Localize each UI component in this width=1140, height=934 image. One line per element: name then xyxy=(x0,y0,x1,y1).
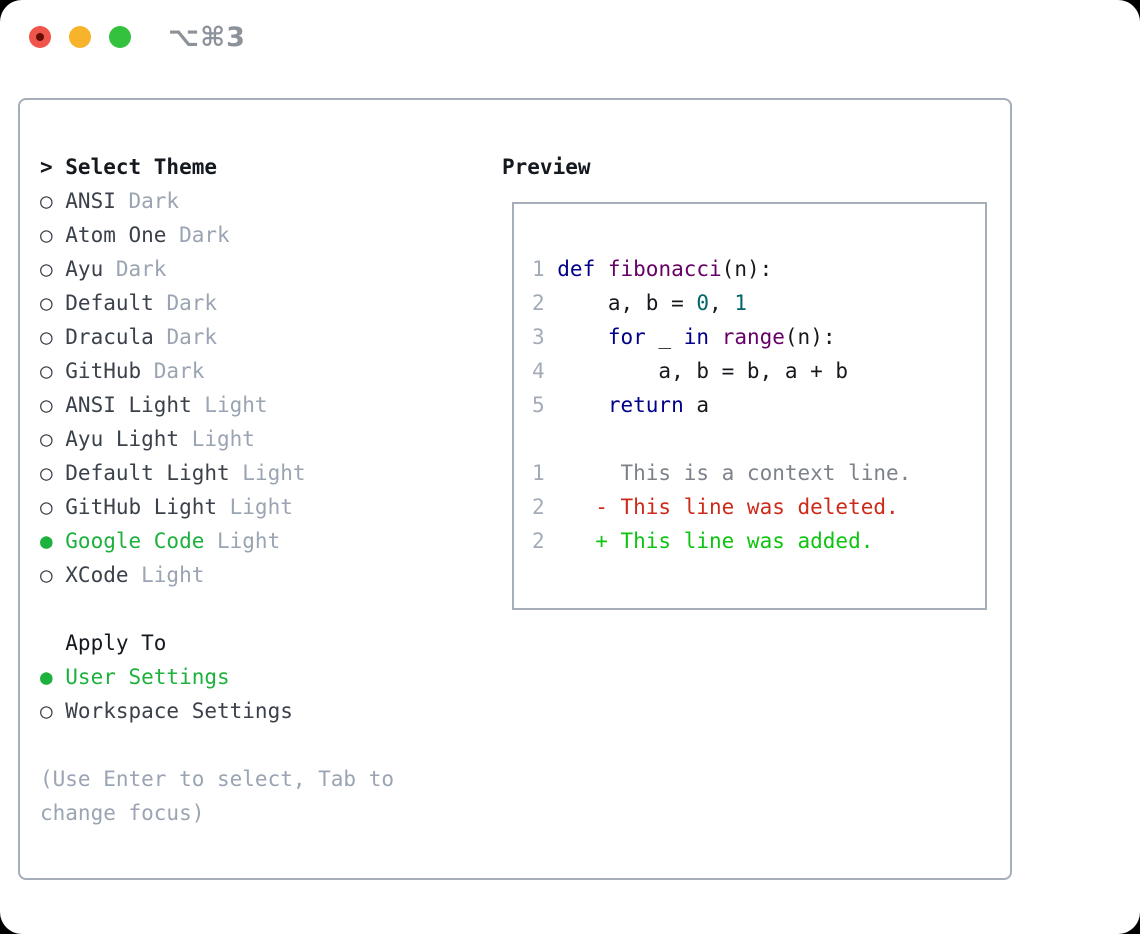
theme-option-google-code-light[interactable]: ● Google Code Light xyxy=(40,524,460,558)
radio-icon: ○ xyxy=(40,257,53,281)
theme-variant: Dark xyxy=(166,291,218,315)
theme-variant: Dark xyxy=(128,189,180,213)
radio-icon: ○ xyxy=(40,189,53,213)
theme-option-github-dark[interactable]: ○ GitHub Dark xyxy=(40,354,460,388)
radio-icon: ○ xyxy=(40,427,53,451)
code-text: a, b = 0, 1 xyxy=(557,291,747,315)
code-text: return a xyxy=(607,393,710,417)
theme-option-github-light[interactable]: ○ GitHub Light Light xyxy=(40,490,460,524)
apply-option-workspace-settings[interactable]: ○ Workspace Settings xyxy=(40,694,460,728)
theme-variant: Light xyxy=(217,529,281,553)
minimize-button[interactable] xyxy=(69,26,91,48)
line-number: 2 xyxy=(532,291,545,315)
line-number: 1 xyxy=(532,461,545,485)
window-title: ⌥⌘3 xyxy=(168,22,246,53)
apply-to-title: Apply To xyxy=(65,631,167,655)
diff-text: This is a context line. xyxy=(557,461,912,485)
theme-option-ayu-dark[interactable]: ○ Ayu Dark xyxy=(40,252,460,286)
radio-icon: ○ xyxy=(40,359,53,383)
titlebar: ⌥⌘3 xyxy=(0,0,1140,74)
line-number: 5 xyxy=(532,393,545,417)
close-button[interactable] xyxy=(29,26,51,48)
radio-icon: ○ xyxy=(40,699,53,723)
theme-picker-panel: > Select Theme ○ ANSI Dark ○ Atom One Da… xyxy=(18,98,1012,880)
preview-pane: 1 def fibonacci(n): 2 a, b = 0, 1 3 for … xyxy=(512,202,987,610)
radio-icon: ○ xyxy=(40,291,53,315)
radio-icon: ○ xyxy=(40,461,53,485)
select-theme-title: Select Theme xyxy=(65,155,217,179)
apply-option-label: Workspace Settings xyxy=(65,699,293,723)
code-line: 3 for _ in range(n): xyxy=(532,320,985,354)
radio-selected-icon: ● xyxy=(40,665,53,689)
close-dot-icon xyxy=(36,33,44,41)
theme-name: ANSI xyxy=(65,189,116,213)
apply-option-user-settings[interactable]: ● User Settings xyxy=(40,660,460,694)
theme-name: Default Light xyxy=(65,461,230,485)
code-text: a, b = b, a + b xyxy=(557,359,849,383)
preview-title: Preview xyxy=(502,155,591,179)
theme-variant: Light xyxy=(141,563,205,587)
line-number: 2 xyxy=(532,529,545,553)
theme-variant: Dark xyxy=(166,325,218,349)
theme-name: Ayu xyxy=(65,257,104,281)
theme-name: Default xyxy=(65,291,154,315)
diff-deleted-line: 2 - This line was deleted. xyxy=(532,490,985,524)
code-text: for _ in range(n): xyxy=(607,325,836,349)
theme-option-default-light[interactable]: ○ Default Light Light xyxy=(40,456,460,490)
radio-icon: ○ xyxy=(40,223,53,247)
select-theme-header: > Select Theme xyxy=(40,150,460,184)
code-line: 5 return a xyxy=(532,388,985,422)
theme-option-ayu-light[interactable]: ○ Ayu Light Light xyxy=(40,422,460,456)
apply-to-header: Apply To xyxy=(40,626,460,660)
theme-option-dracula-dark[interactable]: ○ Dracula Dark xyxy=(40,320,460,354)
apply-option-label: User Settings xyxy=(65,665,230,689)
help-text: (Use Enter to select, Tab to change focu… xyxy=(40,767,395,825)
radio-icon: ○ xyxy=(40,325,53,349)
radio-icon: ○ xyxy=(40,393,53,417)
traffic-lights xyxy=(29,26,131,48)
diff-preview: 1 This is a context line. 2 - This line … xyxy=(532,456,985,558)
theme-variant: Light xyxy=(191,427,255,451)
theme-variant: Dark xyxy=(179,223,230,247)
theme-name: ANSI Light xyxy=(65,393,192,417)
theme-name: GitHub xyxy=(65,359,142,383)
code-line: 4 a, b = b, a + b xyxy=(532,354,985,388)
diff-context-line: 1 This is a context line. xyxy=(532,456,985,490)
radio-icon: ○ xyxy=(40,495,53,519)
code-preview: 1 def fibonacci(n): 2 a, b = 0, 1 3 for … xyxy=(532,252,985,422)
radio-icon: ○ xyxy=(40,563,53,587)
diff-text: + This line was added. xyxy=(557,529,874,553)
code-line: 2 a, b = 0, 1 xyxy=(532,286,985,320)
theme-option-ansi-dark[interactable]: ○ ANSI Dark xyxy=(40,184,460,218)
line-number: 1 xyxy=(532,257,545,281)
theme-name: XCode xyxy=(65,563,129,587)
theme-option-ansi-light[interactable]: ○ ANSI Light Light xyxy=(40,388,460,422)
theme-variant: Dark xyxy=(153,359,205,383)
theme-option-xcode-light[interactable]: ○ XCode Light xyxy=(40,558,460,592)
cursor-icon: > xyxy=(40,155,53,179)
theme-list: > Select Theme ○ ANSI Dark ○ Atom One Da… xyxy=(40,150,460,830)
theme-name: Ayu Light xyxy=(65,427,180,451)
theme-name: Atom One xyxy=(65,223,167,247)
zoom-button[interactable] xyxy=(109,26,131,48)
theme-variant: Light xyxy=(204,393,268,417)
theme-variant: Light xyxy=(242,461,306,485)
line-number: 2 xyxy=(532,495,545,519)
radio-selected-icon: ● xyxy=(40,529,53,553)
theme-name: GitHub Light xyxy=(65,495,217,519)
theme-name: Google Code xyxy=(65,529,205,553)
theme-variant: Dark xyxy=(115,257,167,281)
code-text: def fibonacci(n): xyxy=(557,257,773,281)
theme-name: Dracula xyxy=(65,325,154,349)
theme-option-default-dark[interactable]: ○ Default Dark xyxy=(40,286,460,320)
line-number: 4 xyxy=(532,359,545,383)
line-number: 3 xyxy=(532,325,545,349)
theme-option-atom-one-dark[interactable]: ○ Atom One Dark xyxy=(40,218,460,252)
diff-added-line: 2 + This line was added. xyxy=(532,524,985,558)
theme-variant: Light xyxy=(229,495,293,519)
code-line: 1 def fibonacci(n): xyxy=(532,252,985,286)
diff-text: - This line was deleted. xyxy=(557,495,899,519)
